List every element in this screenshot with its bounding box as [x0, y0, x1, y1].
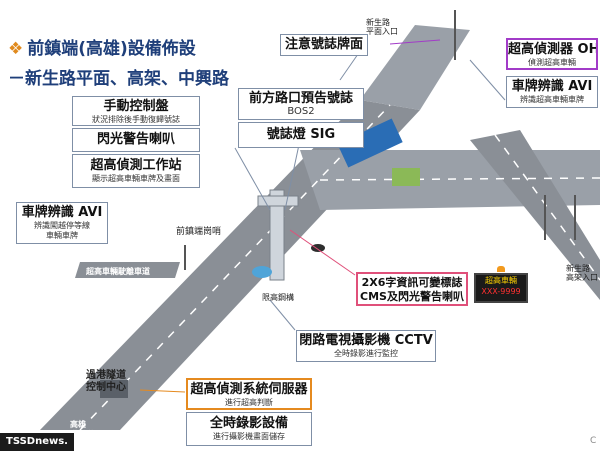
notice-sign-box: 注意號誌牌面	[280, 34, 368, 56]
server-box: 超高偵測系統伺服器 進行超高判斷	[186, 378, 312, 410]
cctv-box: 閉路電視攝影機 CCTV 全時錄影進行監控	[296, 330, 436, 362]
title-line-1: ❖前鎮端(高雄)設備佈設	[8, 39, 196, 59]
flash-horn-box: 閃光警告喇叭	[72, 128, 200, 152]
height-limit-frame	[257, 195, 299, 207]
title-line-2: －新生路平面、高架、中興路	[8, 69, 229, 89]
overheight-exit-label: 超高車輛駛離車道	[86, 267, 150, 276]
callout-line	[234, 147, 271, 211]
sig-box: 號誌燈 SIG	[238, 122, 364, 148]
oh-detector-box: 超高偵測器 OH 偵測超高車輛	[506, 38, 598, 70]
recorder-box: 全時錄影設備 進行攝影機畫面儲存	[186, 412, 312, 446]
avi-right-box: 車牌辨識 AVI 辨識超高車輛車牌	[506, 76, 598, 108]
callout-line	[289, 229, 356, 276]
height-limit-frame	[269, 189, 285, 281]
warning-light-icon	[497, 266, 505, 272]
truck-cab	[392, 168, 420, 186]
qianzhen-post-label: 前鎮端崗哨	[176, 227, 222, 237]
height-limit-frame-label: 限高鋼構	[262, 293, 294, 302]
truck	[337, 118, 403, 168]
ramp-up-road	[360, 25, 470, 110]
callout-line	[139, 389, 186, 393]
watermark: TSSDnews.	[0, 433, 74, 451]
bullet-icon: ❖	[8, 39, 24, 59]
control-center-building	[100, 380, 128, 398]
lane-marking	[79, 104, 391, 431]
callout-line	[469, 59, 506, 101]
workstation-box: 超高偵測工作站 顯示超高車輛車牌及畫面	[72, 154, 200, 188]
car	[311, 244, 325, 252]
callout-line	[389, 39, 441, 45]
cms-box: 2X6字資訊可變標誌 CMS及閃光警告喇叭	[356, 272, 468, 306]
lane-marking	[494, 134, 600, 281]
manual-panel-box: 手動控制盤 狀況排除後手動復歸號誌	[72, 96, 200, 126]
callout-line	[284, 139, 301, 211]
bos2-box: 前方路口預告號誌 BOS2	[238, 88, 364, 120]
control-center-label: 過港隧道 控制中心	[86, 370, 126, 393]
car	[252, 266, 272, 278]
tunnel-label: 高雄 過港隧道	[62, 420, 94, 439]
right-ramp-road	[470, 130, 600, 300]
vms-sign: 超高車輛 XXX-9999	[474, 273, 528, 303]
xinsheng-plane-entry-label: 新生路 平面入口	[366, 18, 398, 36]
avi-left-box: 車牌辨識 AVI 辨識闖越停等線 車輛車牌	[16, 202, 108, 244]
page-number: C	[590, 436, 597, 446]
xinsheng-elevated-entry-label: 新生路 高架入口	[566, 264, 598, 282]
exit-lane	[75, 262, 180, 278]
callout-line	[269, 299, 296, 331]
